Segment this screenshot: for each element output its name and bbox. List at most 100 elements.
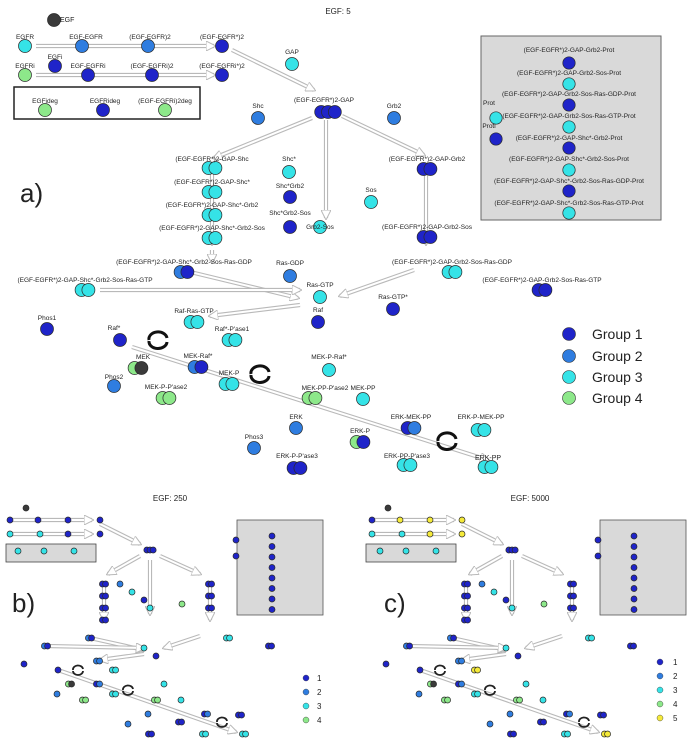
node-gap (285, 57, 299, 71)
node-sos (364, 195, 378, 209)
overview-node (398, 530, 406, 538)
species-marker (403, 458, 418, 472)
panel-c-header: EGF: 5000 (511, 494, 550, 503)
species-marker (238, 711, 245, 719)
species-marker (102, 604, 109, 612)
species-marker (458, 516, 466, 524)
overview-node (128, 588, 136, 596)
species-marker (268, 606, 276, 613)
legend-swatch-group2 (302, 688, 310, 696)
species-label-mek-pp: MEK-PP (351, 385, 376, 392)
species-label-erk-p-pase3: ERK-P-P'ase3 (276, 453, 318, 460)
species-marker (268, 553, 276, 561)
overview-node (594, 536, 602, 544)
species-label-ras-gtpstar: Ras-GTP* (378, 294, 408, 301)
overview-node (514, 652, 522, 660)
overview-node (205, 592, 215, 600)
overview-node (265, 642, 275, 650)
overview-node (567, 580, 577, 588)
reaction-arrow-core (521, 555, 562, 574)
panel-b-legend-3: 3 (317, 702, 322, 711)
species-marker (96, 516, 104, 524)
species-marker (208, 208, 223, 222)
overview-node (235, 711, 245, 719)
node-raf (311, 315, 325, 329)
species-marker (423, 230, 438, 244)
overview-node (96, 530, 104, 538)
species-marker (384, 504, 392, 512)
overview-node (461, 592, 471, 600)
species-label-gap-shc-grb2-sos-rasgtp: (EGF-EGFR*)2-GAP-Shc*-Grb2-Sos-Ras-GTP (17, 277, 152, 284)
species-marker (423, 162, 438, 176)
species-marker (6, 530, 14, 538)
species-marker (283, 269, 297, 283)
node-gap-shcstar-grb2 (201, 208, 223, 222)
panel-b-egf-250: EGF: 250 b) 1 2 3 4 (5, 494, 324, 738)
species-marker (228, 333, 243, 347)
node-grb2-sos (313, 220, 327, 234)
species-marker (415, 690, 423, 698)
overview-node (152, 652, 160, 660)
species-marker (283, 220, 297, 234)
species-label-phos2: Phos2 (105, 374, 124, 381)
species-marker (464, 580, 471, 588)
species-label-erk-p: ERK-P (350, 428, 370, 435)
node-raf-ras-gtp (183, 315, 205, 329)
species-marker (630, 543, 638, 550)
overview-node (432, 547, 440, 555)
species-label-phos3: Phos3 (245, 434, 264, 441)
overview-node (22, 504, 30, 512)
species-label-erk: ERK (289, 414, 303, 421)
overview-node (232, 552, 240, 560)
species-marker (190, 315, 205, 329)
species-marker (594, 552, 602, 560)
node-egf-egfri2 (145, 68, 159, 82)
species-marker (149, 546, 157, 554)
overview-node (268, 543, 276, 550)
overview-node (201, 710, 211, 718)
overview-node (630, 595, 638, 603)
node-phos3 (247, 441, 261, 455)
species-marker (464, 592, 471, 600)
overview-node (268, 553, 276, 561)
species-marker (48, 59, 62, 73)
species-label-mek-p: MEK-P (219, 370, 240, 377)
overview-node (490, 588, 498, 596)
cycle-icon (72, 664, 84, 676)
species-label-shc: Shc (252, 103, 264, 110)
overview-node (79, 696, 89, 704)
species-label-rafstar: Raf* (108, 325, 121, 332)
node-mek-p-rafstar (322, 363, 336, 377)
panel-c-legend-5: 5 (673, 714, 678, 723)
legend-group4: Group 4 (592, 390, 643, 406)
species-marker (152, 652, 160, 660)
reaction-arrow-core (462, 653, 507, 660)
overview-node (601, 730, 611, 738)
overview-node (416, 666, 424, 674)
node-erk-pp-pase3 (396, 458, 418, 472)
overview-node (144, 710, 152, 718)
species-marker (570, 592, 577, 600)
species-marker (134, 361, 149, 375)
species-marker (282, 165, 296, 179)
overview-node (205, 580, 215, 588)
reaction-arrow-core (164, 635, 201, 648)
cycle-icon (147, 330, 169, 350)
overview-node (239, 730, 249, 738)
overview-node (486, 720, 494, 728)
species-marker (594, 536, 602, 544)
node-erk-p-pase3 (286, 461, 308, 475)
species-marker (511, 546, 519, 554)
species-label-grb2: Grb2 (387, 103, 402, 110)
reaction-arrow-core (108, 555, 141, 574)
species-marker (356, 435, 371, 449)
legend-swatch-group1 (656, 658, 664, 666)
species-label-egf: EGF (60, 17, 74, 24)
species-marker (215, 68, 229, 82)
species-label-sos: Sos (365, 187, 377, 194)
legend-swatch-group2 (562, 349, 576, 363)
species-label-gap-grb2-sos: (EGF-EGFR*)2-GAP-Grb2-Sos (382, 224, 473, 231)
overview-node (99, 592, 109, 600)
species-marker (489, 111, 503, 125)
